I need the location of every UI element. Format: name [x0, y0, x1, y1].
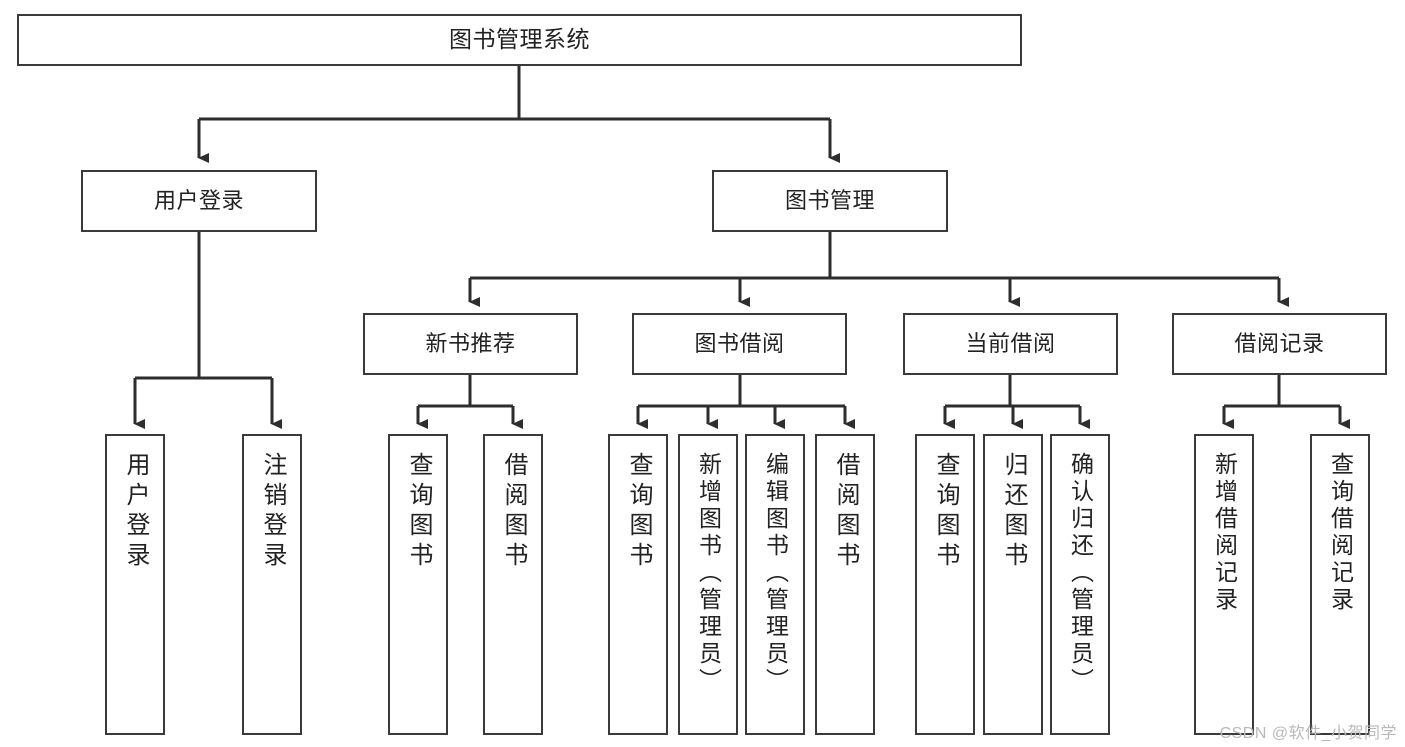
leaf-borrow-borrow-book[interactable]: 借阅图书 [815, 434, 875, 735]
leaf-record-add-borrow-record[interactable]: 新增借阅记录 [1194, 434, 1254, 735]
leaf-recommend-query-book[interactable]: 查询图书 [388, 434, 448, 735]
node-label: 查询图书 [932, 452, 959, 572]
leaf-borrow-query-book[interactable]: 查询图书 [608, 434, 668, 735]
leaf-record-query-borrow-record[interactable]: 查询借阅记录 [1310, 434, 1370, 735]
leaf-current-query-book[interactable]: 查询图书 [915, 434, 975, 735]
node-label: 借阅图书 [832, 452, 859, 572]
node-label: 当前借阅 [965, 331, 1056, 357]
leaf-current-return-book[interactable]: 归还图书 [983, 434, 1043, 735]
node-label: 图书借阅 [694, 331, 785, 357]
node-root-system[interactable]: 图书管理系统 [17, 14, 1022, 66]
leaf-borrow-edit-book-admin[interactable]: 编辑图书（管理员） [745, 434, 805, 735]
node-label: 借阅图书 [500, 452, 527, 572]
node-label: 用户登录 [153, 188, 244, 214]
node-label: 编辑图书（管理员） [762, 452, 789, 695]
node-label: 确认归还（管理员） [1067, 452, 1094, 695]
node-label: 归还图书 [1000, 452, 1027, 572]
node-label: 查询图书 [625, 452, 652, 572]
node-label: 图书管理 [784, 188, 875, 214]
node-new-book-recommend[interactable]: 新书推荐 [363, 313, 578, 375]
node-current-borrow[interactable]: 当前借阅 [903, 313, 1118, 375]
node-label: 新增图书（管理员） [695, 452, 722, 695]
node-label: 用户登录 [122, 452, 149, 572]
node-label: 查询借阅记录 [1327, 452, 1354, 614]
node-label: 借阅记录 [1234, 331, 1325, 357]
node-borrow-record[interactable]: 借阅记录 [1172, 313, 1387, 375]
node-user-login[interactable]: 用户登录 [81, 170, 317, 232]
node-label: 查询图书 [405, 452, 432, 572]
leaf-user-logout[interactable]: 注销登录 [242, 434, 302, 735]
watermark: CSDN @软件_小贺同学 [1219, 725, 1397, 742]
leaf-user-login[interactable]: 用户登录 [105, 434, 165, 735]
node-label: 新书推荐 [425, 331, 516, 357]
leaf-recommend-borrow-book[interactable]: 借阅图书 [483, 434, 543, 735]
leaf-current-confirm-return-admin[interactable]: 确认归还（管理员） [1050, 434, 1110, 735]
node-label: 图书管理系统 [449, 26, 590, 53]
node-label: 新增借阅记录 [1211, 452, 1238, 614]
leaf-borrow-add-book-admin[interactable]: 新增图书（管理员） [678, 434, 738, 735]
node-book-borrow[interactable]: 图书借阅 [632, 313, 847, 375]
node-label: 注销登录 [259, 452, 286, 572]
node-book-management[interactable]: 图书管理 [712, 170, 948, 232]
